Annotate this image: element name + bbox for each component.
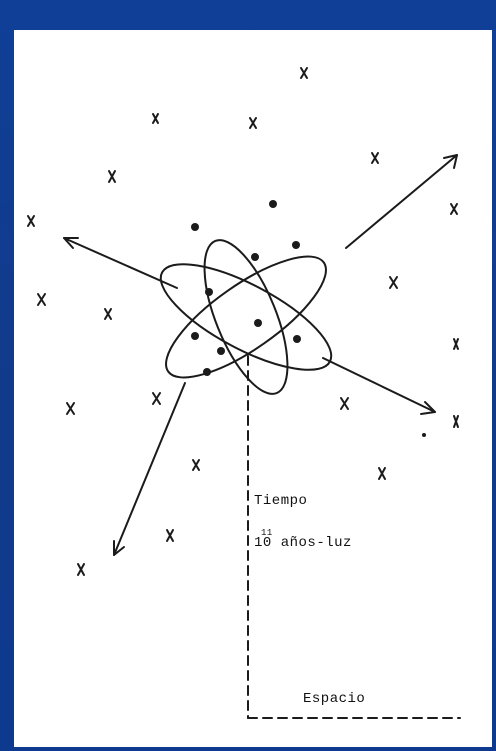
- star-icon: [167, 530, 173, 541]
- expansion-arrow-upper-right: [346, 155, 457, 248]
- star-icon: [454, 339, 458, 349]
- space-axis-label: Espacio: [303, 691, 365, 707]
- star-icon: [38, 294, 45, 305]
- time-value-unit: años-luz: [281, 535, 352, 551]
- star-icon: [78, 564, 84, 575]
- star-icon: [105, 309, 111, 319]
- star-icon: [372, 153, 378, 163]
- electron-dots: [191, 200, 426, 437]
- star-icon: [67, 403, 74, 414]
- universe-expansion-diagram: [14, 30, 492, 747]
- star-icon: [250, 118, 256, 128]
- star-icon: [109, 171, 115, 182]
- star-icon: [301, 68, 307, 78]
- star-icon: [390, 277, 397, 288]
- star-icon: [153, 114, 158, 123]
- time-axis-label: Tiempo: [254, 493, 307, 509]
- star-icon: [451, 204, 457, 214]
- expansion-arrow-lower-left: [114, 383, 185, 555]
- star-icon: [193, 460, 199, 470]
- star-icon: [153, 393, 160, 404]
- atom-icon: [147, 230, 345, 405]
- expansion-arrow-lower-right: [323, 358, 435, 414]
- time-value-exponent: 11: [261, 528, 273, 538]
- star-icon: [28, 216, 34, 226]
- star-icon: [341, 398, 348, 409]
- star-icon: [379, 468, 385, 479]
- star-icon: [454, 416, 458, 427]
